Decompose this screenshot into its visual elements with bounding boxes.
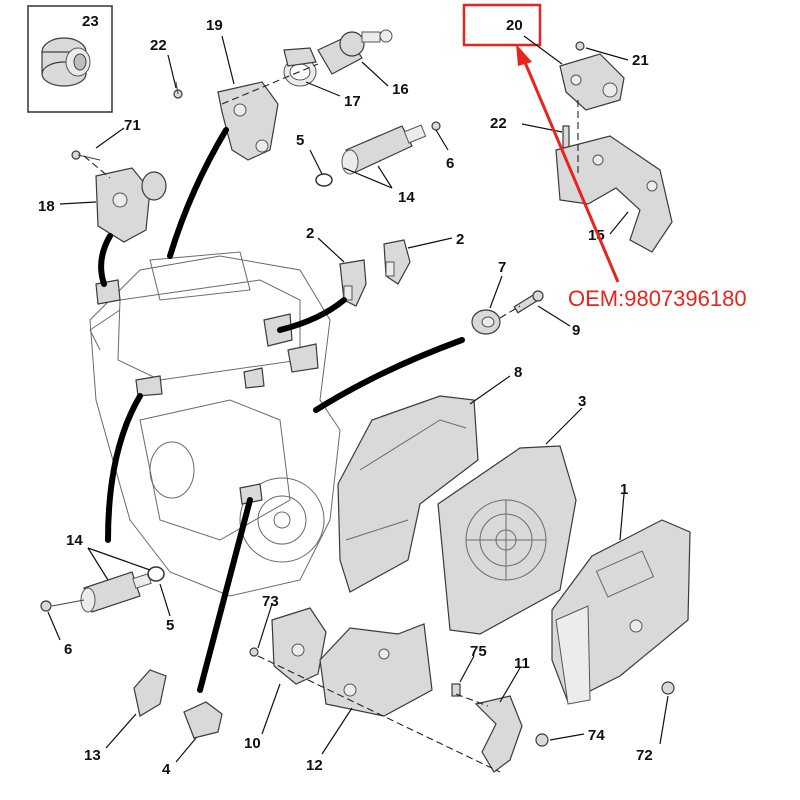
callout-1: 1 <box>620 481 628 498</box>
callout-23: 23 <box>82 13 99 30</box>
callout-9: 9 <box>572 322 580 339</box>
callout-2-left: 2 <box>306 225 314 242</box>
part-6-bolt-upper <box>431 121 441 131</box>
callout-17: 17 <box>344 93 361 110</box>
highlight-box-20 <box>462 3 542 47</box>
part-23-bushing <box>41 37 91 87</box>
callout-16: 16 <box>392 81 409 98</box>
part-2-sensor-right <box>383 239 411 285</box>
part-6-bolt-lower <box>40 600 52 612</box>
part-15-bracket <box>555 135 673 253</box>
part-73-bolt <box>249 647 259 657</box>
part-10-sensor <box>271 607 327 685</box>
callout-13: 13 <box>84 747 101 764</box>
part-14-solenoid-lower <box>51 571 152 613</box>
callout-5-lower: 5 <box>166 617 174 634</box>
part-17-clip <box>283 47 317 87</box>
callout-7: 7 <box>498 259 506 276</box>
part-71-bolt <box>71 150 101 161</box>
callout-19: 19 <box>206 17 223 34</box>
callout-12: 12 <box>306 757 323 774</box>
part-5-oring-lower <box>147 566 165 582</box>
part-20-sensor <box>559 53 625 111</box>
part-8-cover <box>337 395 479 593</box>
part-4-sensor <box>183 701 223 739</box>
part-22-bolt-left <box>173 81 183 99</box>
oem-arrow <box>516 44 620 283</box>
harness-lines <box>98 127 465 693</box>
part-14-solenoid-upper <box>341 124 427 175</box>
part-18-valve <box>95 167 167 243</box>
part-11-bracket <box>474 695 523 773</box>
callout-8: 8 <box>514 364 522 381</box>
part-72-nut <box>661 681 675 695</box>
callout-75: 75 <box>470 643 487 660</box>
callout-22-top-left: 22 <box>150 37 167 54</box>
callout-14-lower: 14 <box>66 532 83 549</box>
part-21-bolt <box>575 41 585 51</box>
part-12-module <box>319 623 433 717</box>
callout-6-lower: 6 <box>64 641 72 658</box>
part-2-sensor-left <box>339 259 367 307</box>
callout-71: 71 <box>124 117 141 134</box>
part-22-bolt-right <box>562 125 570 149</box>
oem-part-number: OEM:9807396180 <box>568 286 747 311</box>
callout-2-right: 2 <box>456 231 464 248</box>
callout-18: 18 <box>38 198 55 215</box>
callout-4: 4 <box>162 761 171 778</box>
part-13-bracket <box>133 669 167 717</box>
part-5-oring-upper <box>315 173 333 187</box>
callout-73: 73 <box>262 593 279 610</box>
callout-5-upper: 5 <box>296 132 304 149</box>
part-9-bolt <box>513 290 544 314</box>
callout-3: 3 <box>578 393 586 410</box>
part-74-nut <box>535 733 549 747</box>
part-3-housing <box>437 445 577 635</box>
part-1-ecu <box>551 519 691 705</box>
inset-box-23: 23 <box>27 5 113 113</box>
callout-22-top-right: 22 <box>490 115 507 132</box>
callout-21: 21 <box>632 52 649 69</box>
part-75-bolt <box>451 683 461 697</box>
part-16-valve <box>317 29 393 75</box>
callout-74: 74 <box>588 727 605 744</box>
callout-6-upper: 6 <box>446 155 454 172</box>
callout-72: 72 <box>636 747 653 764</box>
part-7-sensor <box>471 309 501 335</box>
callout-10: 10 <box>244 735 261 752</box>
callout-20: 20 <box>506 17 523 34</box>
callout-11: 11 <box>514 655 530 672</box>
callout-14-upper: 14 <box>398 189 415 206</box>
